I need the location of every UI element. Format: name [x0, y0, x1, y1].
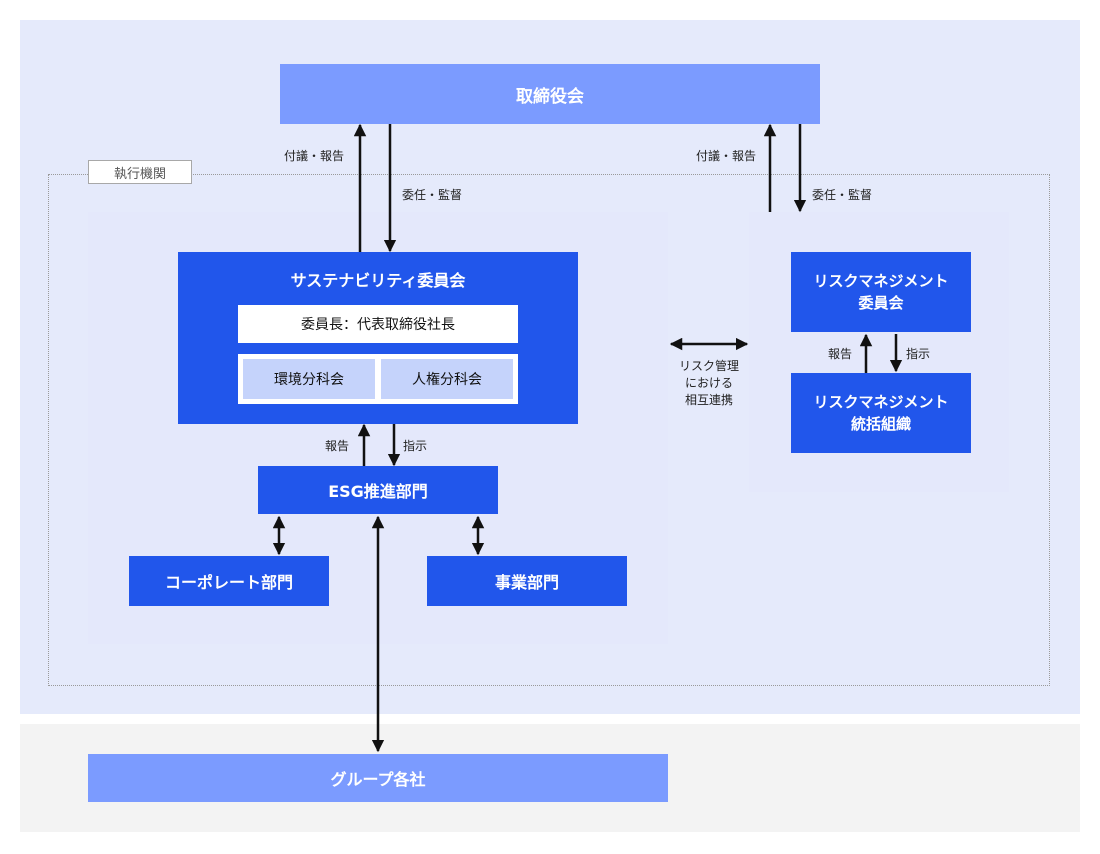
sustainability-committee-title: サステナビリティ委員会: [290, 271, 466, 290]
corporate-department-box: コーポレート部門: [129, 556, 329, 606]
executive-body-label: 執行機関: [88, 160, 192, 184]
sus-instruct-label: 指示: [403, 439, 428, 453]
right-delegate-label: 委任・監督: [812, 188, 873, 202]
risk-report-label: 報告: [828, 347, 853, 361]
risk-link-label: リスク管理 における 相互連携: [664, 358, 754, 409]
human-rights-subcommittee: 人権分科会: [381, 359, 513, 399]
board-of-directors-box: 取締役会: [280, 64, 820, 124]
sus-report-label: 報告: [325, 439, 350, 453]
risk-organization-line1: リスクマネジメント: [813, 393, 949, 411]
esg-department-box: ESG推進部門: [258, 466, 498, 514]
business-department-box: 事業部門: [427, 556, 627, 606]
risk-link-label-line1: リスク管理: [678, 359, 739, 373]
risk-link-label-line2: における: [684, 376, 733, 390]
risk-management-organization-box: リスクマネジメント 統括組織: [791, 373, 971, 453]
risk-management-committee-box: リスクマネジメント 委員会: [791, 252, 971, 332]
left-delegate-label: 委任・監督: [402, 188, 463, 202]
right-report-label: 付議・報告: [696, 149, 757, 163]
committee-chair-box: 委員長：代表取締役社長: [238, 305, 518, 343]
executive-body-frame: [48, 174, 1050, 686]
left-report-label: 付議・報告: [284, 149, 345, 163]
risk-instruct-label: 指示: [906, 347, 931, 361]
environment-subcommittee: 環境分科会: [243, 359, 375, 399]
risk-committee-line1: リスクマネジメント: [813, 272, 949, 290]
risk-organization-line2: 統括組織: [850, 415, 911, 433]
group-companies-box: グループ各社: [88, 754, 668, 802]
risk-link-label-line3: 相互連携: [684, 393, 733, 407]
risk-committee-line2: 委員会: [858, 294, 904, 312]
